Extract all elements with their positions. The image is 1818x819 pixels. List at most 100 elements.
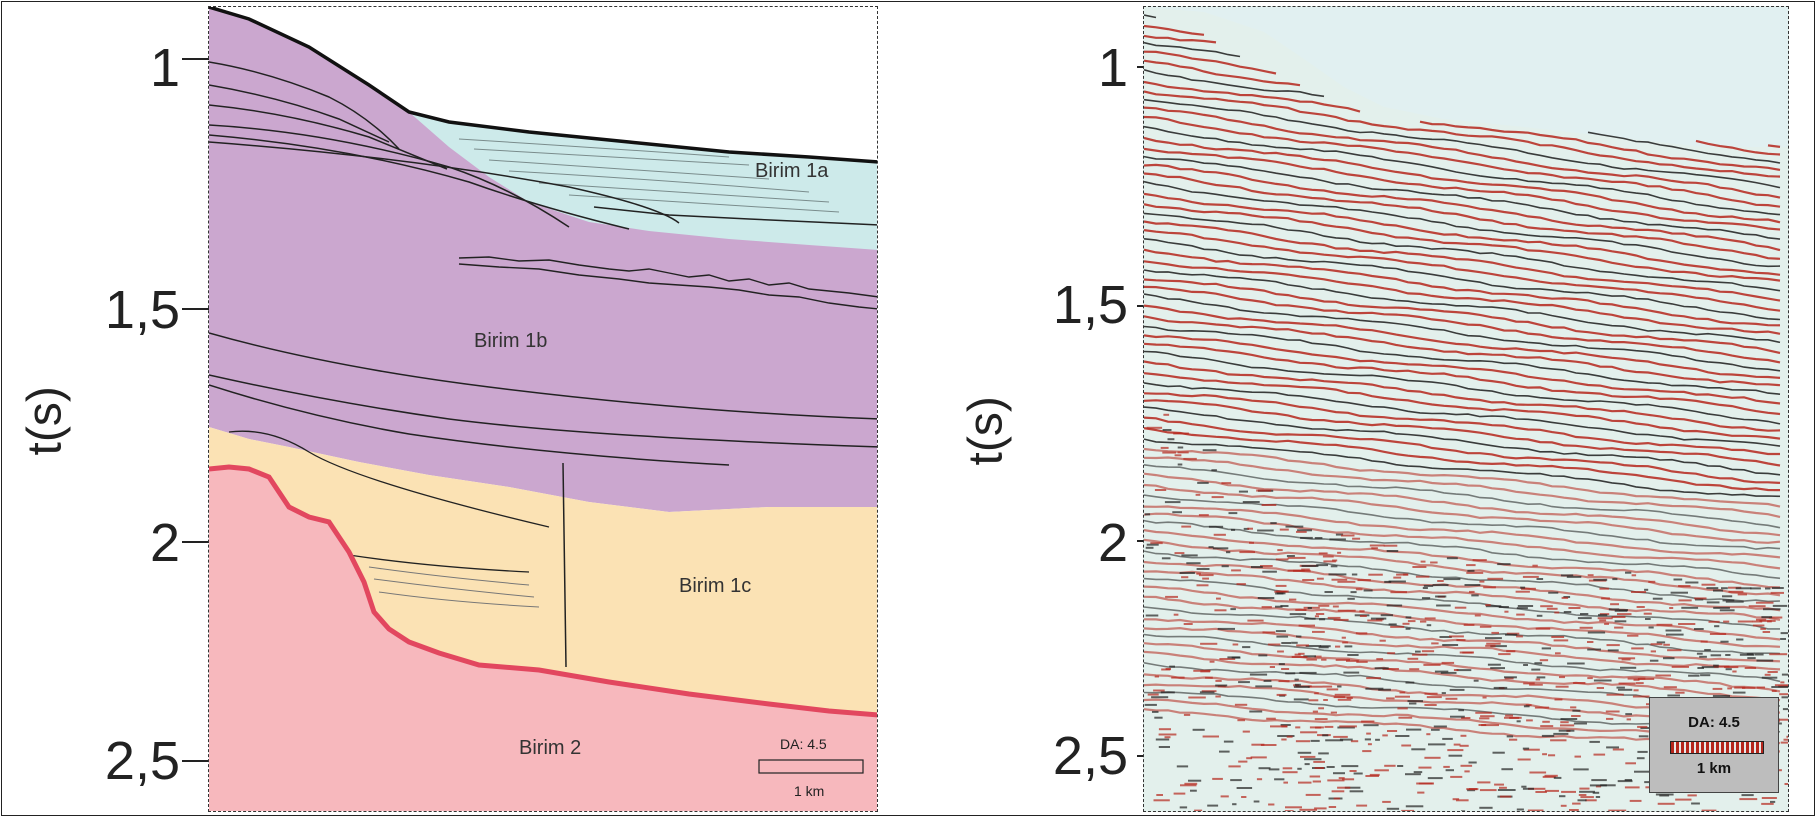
- seismic-noise-mark: [1479, 789, 1497, 792]
- seismic-noise-mark: [1722, 599, 1735, 602]
- seismic-noise-mark: [1589, 740, 1600, 743]
- seismic-reflector: [1144, 172, 1781, 260]
- seismic-noise-mark: [1485, 604, 1491, 607]
- seismic-noise-mark: [1216, 597, 1221, 600]
- seismic-noise-mark: [1369, 773, 1380, 776]
- seismic-noise-mark: [1281, 642, 1291, 644]
- seismic-noise-mark: [1261, 606, 1272, 609]
- seismic-noise-mark: [1314, 767, 1324, 769]
- seismic-noise-mark: [1522, 787, 1534, 790]
- seismic-noise-mark: [1498, 606, 1509, 608]
- seismic-noise-mark: [1306, 658, 1317, 661]
- seismic-noise-mark: [1466, 571, 1484, 574]
- seismic-noise-mark: [1277, 549, 1283, 552]
- seismic-noise-mark: [1299, 808, 1317, 811]
- seismic-noise-mark: [1548, 591, 1559, 594]
- seismic-noise-mark: [1509, 738, 1518, 741]
- seismic-noise-mark: [1516, 720, 1521, 723]
- seismic-reflector: [1144, 163, 1781, 252]
- seismic-noise-mark: [1431, 728, 1440, 731]
- seismic-reflector: [1144, 585, 1781, 641]
- seismic-noise-mark: [1770, 591, 1784, 594]
- seismic-reflector: [1144, 642, 1781, 693]
- seismic-noise-mark: [1173, 432, 1189, 435]
- seismic-noise-mark: [1546, 607, 1558, 610]
- seismic-noise-mark: [1573, 722, 1587, 725]
- seismic-noise-mark: [1678, 599, 1692, 602]
- left-tick-2: 2: [149, 513, 180, 573]
- seismic-noise-mark: [1756, 686, 1765, 689]
- seismic-noise-mark: [1294, 653, 1301, 656]
- seismic-noise-mark: [1772, 604, 1788, 607]
- seismic-reflector: [1144, 650, 1781, 702]
- seismic-noise-mark: [1550, 739, 1567, 742]
- seismic-noise-mark: [1220, 795, 1229, 798]
- seismic-noise-mark: [1406, 728, 1422, 731]
- seismic-noise-mark: [1636, 757, 1645, 760]
- seismic-noise-mark: [1504, 610, 1509, 613]
- seismic-noise-mark: [1174, 552, 1185, 555]
- seismic-noise-mark: [1467, 569, 1475, 572]
- seismic-noise-mark: [1669, 607, 1674, 609]
- seismic-noise-mark: [1331, 790, 1345, 793]
- seismic-noise-mark: [1172, 511, 1182, 514]
- seismic-noise-mark: [1356, 804, 1368, 807]
- seismic-noise-mark: [1299, 671, 1317, 674]
- seismic-noise-mark: [1275, 592, 1284, 595]
- seismic-noise-mark: [1393, 576, 1402, 579]
- seismic-noise-mark: [1748, 605, 1766, 608]
- seismic-noise-mark: [1428, 743, 1446, 746]
- seismic-noise-mark: [1611, 616, 1626, 618]
- seismic-noise-mark: [1247, 619, 1264, 622]
- seismic-noise-mark: [1202, 735, 1219, 738]
- seismic-noise-mark: [1493, 686, 1508, 689]
- seismic-noise-mark: [1656, 623, 1673, 626]
- interpretation-panel: Birim 1a Birim 1b Birim 1c Birim 2 DA: 4…: [208, 6, 878, 812]
- seismic-noise-mark: [1427, 777, 1443, 780]
- seismic-reflector: [1144, 41, 1241, 58]
- seismic-noise-mark: [1296, 530, 1307, 533]
- seismic-noise-mark: [1386, 550, 1399, 552]
- seismic-noise-mark: [1219, 750, 1230, 753]
- seismic-noise-mark: [1314, 537, 1323, 539]
- seismic-noise-mark: [1446, 557, 1458, 560]
- seismic-noise-mark: [1301, 565, 1319, 567]
- seismic-noise-mark: [1165, 595, 1178, 598]
- seismic-reflector: [1144, 238, 1781, 321]
- seismic-noise-mark: [1289, 598, 1297, 601]
- seismic-noise-mark: [1464, 584, 1481, 586]
- left-tick-mark-2-5: [182, 760, 212, 762]
- seismic-noise-mark: [1258, 767, 1271, 770]
- unit-2-area: [209, 467, 877, 811]
- seismic-noise-mark: [1423, 663, 1441, 666]
- interp-scale-da: DA: 4.5: [780, 736, 827, 752]
- seismic-noise-mark: [1208, 525, 1224, 528]
- seismic-noise-mark: [1310, 739, 1320, 742]
- seismic-noise-mark: [1761, 616, 1773, 619]
- seismic-noise-mark: [1580, 796, 1594, 799]
- seismic-noise-mark: [1626, 718, 1631, 721]
- seismic-noise-mark: [1407, 700, 1423, 703]
- seismic-noise-mark: [1304, 617, 1316, 620]
- seismic-noise-mark: [1314, 692, 1319, 695]
- seismic-noise-mark: [1445, 697, 1458, 700]
- seismic-noise-mark: [1319, 811, 1330, 812]
- seismic-noise-mark: [1560, 721, 1569, 724]
- seismic-noise-mark: [1255, 685, 1273, 688]
- seismic-noise-mark: [1205, 676, 1213, 679]
- seismic-noise-mark: [1593, 578, 1608, 581]
- unit-2-top-boundary: [209, 464, 877, 718]
- seismic-noise-mark: [1165, 668, 1171, 670]
- seismic-noise-mark: [1326, 766, 1335, 768]
- seismic-noise-mark: [1337, 685, 1342, 688]
- seismic-noise-mark: [1708, 620, 1720, 623]
- seismic-noise-mark: [1280, 724, 1291, 726]
- seismic-noise-mark: [1325, 739, 1344, 742]
- seismic-noise-mark: [1499, 786, 1507, 789]
- seismic-noise-mark: [1520, 586, 1526, 589]
- seismic-noise-mark: [1285, 672, 1296, 675]
- seismic-noise-mark: [1561, 596, 1569, 599]
- seismic-noise-mark: [1232, 803, 1237, 806]
- seismic-noise-mark: [1379, 639, 1386, 642]
- seismic-noise-mark: [1460, 734, 1467, 737]
